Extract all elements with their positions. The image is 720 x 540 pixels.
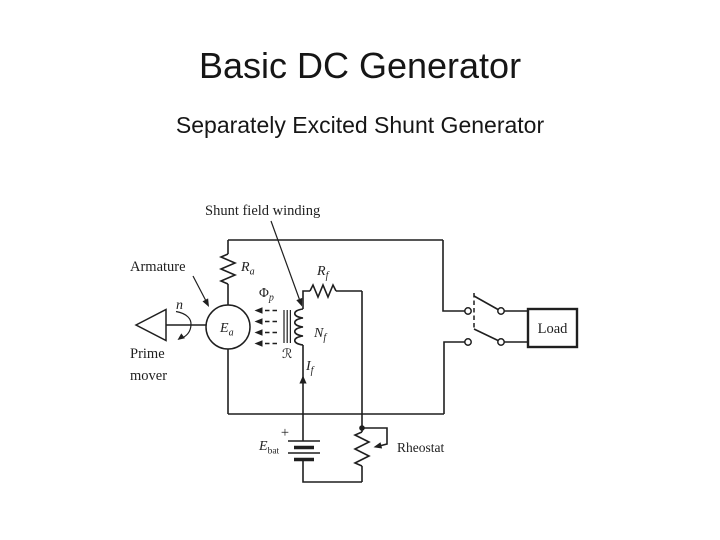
- right-wire-lower: [443, 341, 465, 414]
- label-shunt-field-winding: Shunt field winding: [205, 203, 320, 219]
- label-field-current: If: [305, 359, 315, 377]
- field-winding: Nf ℛ If: [282, 290, 327, 441]
- field-current-arrowhead-icon: [299, 375, 307, 384]
- slide-title: Basic DC Generator: [198, 45, 522, 86]
- rheostat-zigzag: [353, 431, 371, 467]
- label-armature: Armature: [130, 259, 186, 275]
- armature-leader-line: [192, 275, 207, 301]
- rheostat: Rheostat: [353, 425, 444, 482]
- right-wire-upper: [442, 240, 465, 312]
- wiper-wire: [362, 427, 388, 447]
- rotation-arc: [175, 310, 192, 339]
- field-resistor: Rf: [309, 264, 363, 432]
- battery-plus-sign: +: [281, 425, 289, 441]
- dpst-switch: [464, 293, 528, 346]
- shunt-field-arrowhead-icon: [296, 297, 303, 307]
- load-box: [526, 307, 579, 349]
- flux-arrowhead-icon: [254, 318, 263, 325]
- label-armature-resistance: Ra: [240, 260, 255, 278]
- flux-arrowhead-icon: [254, 307, 263, 314]
- prime-mover-triangle: [134, 308, 167, 342]
- field-coil: [293, 308, 304, 346]
- flux-arrows: Φp: [254, 285, 277, 347]
- armature-generator: Ea: [205, 304, 251, 350]
- core-lines: [283, 310, 291, 343]
- main-loop-wires: [227, 239, 465, 415]
- shunt-field-leader-line: [270, 220, 300, 300]
- armature-resistor-zigzag: [218, 253, 238, 285]
- switch-blade-upper: [473, 295, 499, 311]
- label-battery-emf: Ebat: [258, 439, 280, 457]
- load: Load: [526, 307, 579, 349]
- battery: + Ebat: [258, 425, 362, 483]
- switch-pivot: [497, 338, 505, 346]
- label-rheostat: Rheostat: [397, 440, 444, 455]
- field-resistor-zigzag: [309, 282, 337, 300]
- armature-arrowhead-icon: [202, 298, 209, 307]
- wiper-arrowhead-icon: [373, 442, 383, 449]
- coil-top-wire: [302, 290, 310, 309]
- switch-terminal: [464, 338, 472, 346]
- label-field-resistance: Rf: [316, 264, 330, 282]
- slide-subtitle: Separately Excited Shunt Generator: [175, 112, 545, 138]
- label-pole-flux: Φp: [259, 285, 274, 304]
- battery-bottom-wire: [302, 460, 362, 483]
- label-armature-emf: Ea: [219, 321, 234, 339]
- switch-pivot: [497, 307, 505, 315]
- armature-resistor: Ra: [218, 253, 255, 285]
- switch-blade-lower: [473, 328, 499, 342]
- prime-mover: n Prime mover: [130, 298, 206, 384]
- label-reluctance: ℛ: [282, 347, 292, 362]
- label-field-turns: Nf: [313, 326, 327, 344]
- callouts: Shunt field winding Armature: [130, 203, 320, 307]
- rotation-arrowhead-icon: [177, 333, 185, 340]
- armature-circle: [205, 304, 251, 350]
- label-speed-n: n: [176, 298, 183, 313]
- label-prime: Prime: [130, 346, 165, 362]
- flux-arrowhead-icon: [254, 340, 263, 347]
- switch-terminal: [464, 307, 472, 315]
- label-load: Load: [538, 321, 569, 337]
- label-mover: mover: [130, 368, 167, 384]
- flux-arrowhead-icon: [254, 329, 263, 336]
